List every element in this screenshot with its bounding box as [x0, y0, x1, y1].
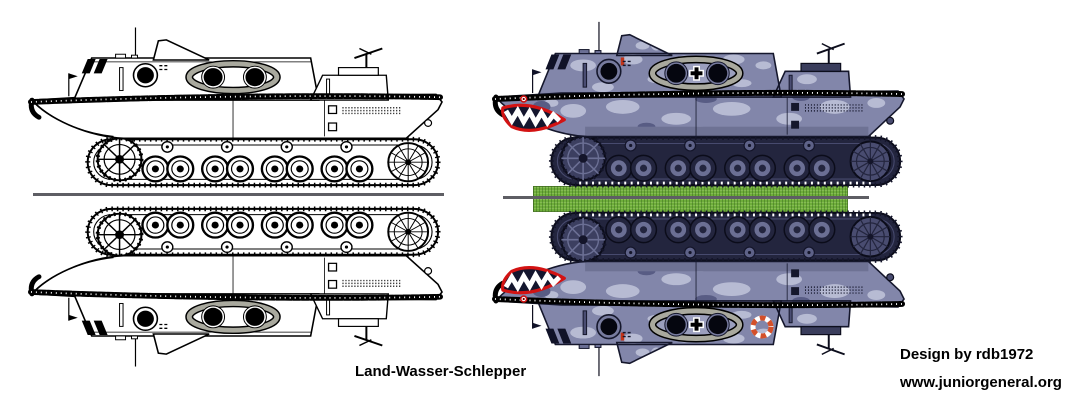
title-caption: Land-Wasser-Schlepper: [355, 363, 527, 380]
view-lineart-bottom: [28, 206, 446, 378]
life-ring-marking: [750, 315, 774, 339]
view-camo-top: [492, 10, 908, 188]
grass-base-strip: [533, 186, 848, 212]
credit-block: Design by rdb1972 www.juniorgeneral.org: [900, 346, 1062, 400]
view-camo-bottom: [492, 210, 908, 388]
view-lineart-top: [28, 16, 446, 188]
fold-line-right: [503, 196, 869, 199]
fold-line-left: [33, 193, 444, 196]
design-credit: Design by rdb1972: [900, 346, 1034, 363]
website-credit: www.juniorgeneral.org: [900, 374, 1062, 391]
